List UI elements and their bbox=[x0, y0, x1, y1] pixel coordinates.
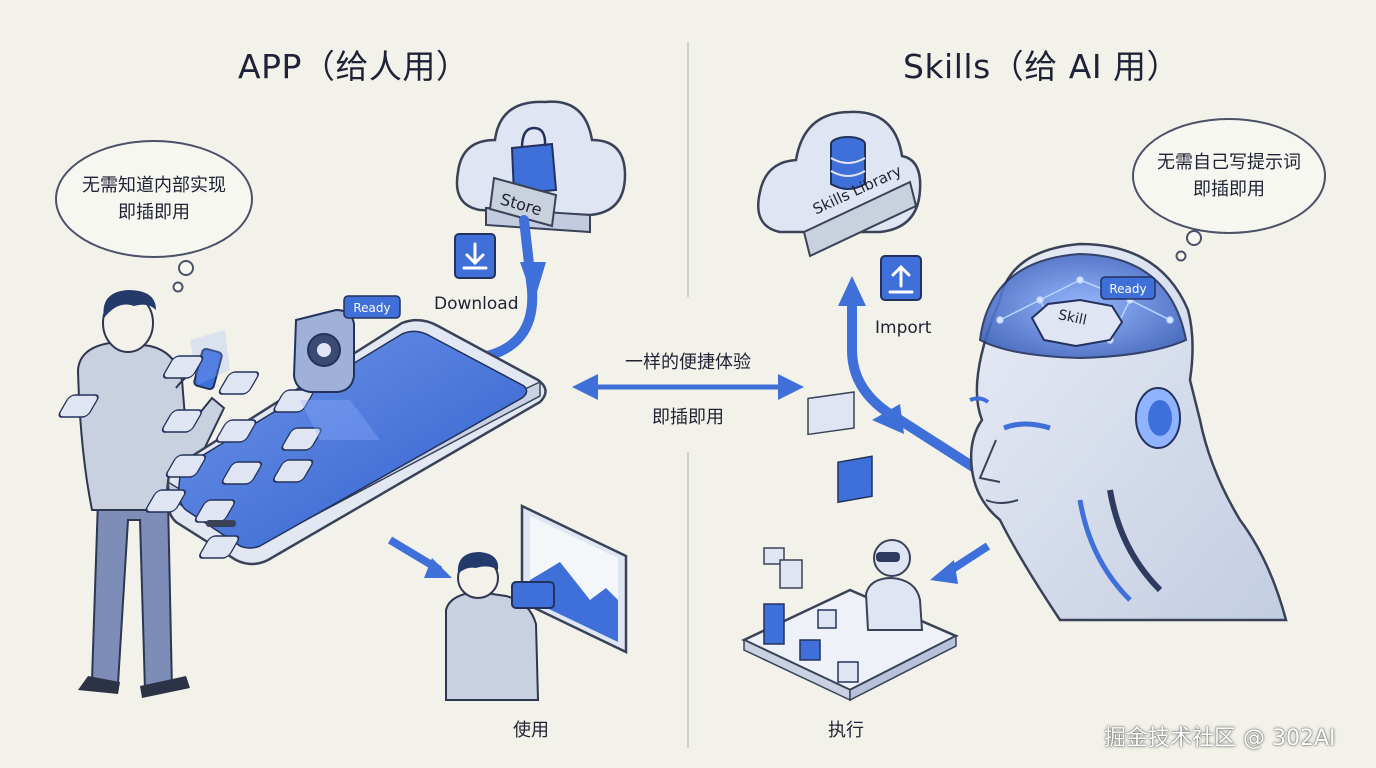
import-icon bbox=[880, 255, 922, 301]
import-arrow-mid bbox=[872, 404, 904, 434]
robot-workstation-icon bbox=[741, 391, 959, 702]
ready-badge-left-text: Ready bbox=[353, 301, 391, 315]
execute-label: 执行 bbox=[828, 720, 864, 741]
database-icon bbox=[830, 136, 866, 190]
store-cloud-icon bbox=[455, 100, 627, 234]
use-arrow-head bbox=[424, 558, 452, 578]
left-thought-line-1: 无需知道内部实现 bbox=[82, 175, 226, 196]
camera-app-icon bbox=[292, 308, 380, 440]
use-label: 使用 bbox=[513, 720, 549, 741]
store-sign bbox=[488, 176, 558, 228]
home-indicator bbox=[206, 520, 236, 527]
left-thought-line-2: 即插即用 bbox=[118, 202, 190, 223]
app-title: APP（给人用） bbox=[238, 47, 470, 86]
center-top-label: 一样的便捷体验 bbox=[625, 352, 751, 373]
standing-person-icon bbox=[76, 290, 230, 698]
skill-gear-icon bbox=[1030, 298, 1124, 348]
double-arrow-icon bbox=[572, 374, 804, 400]
right-thought-bubble: 无需自己写提示词 即插即用 bbox=[1132, 118, 1326, 234]
big-phone-icon bbox=[58, 318, 547, 566]
center-bottom-label: 即插即用 bbox=[652, 407, 724, 428]
right-thought-line-1: 无需自己写提示词 bbox=[1157, 152, 1301, 173]
left-thought-bubble: 无需知道内部实现 即插即用 bbox=[55, 140, 253, 258]
execute-arrow-head bbox=[930, 560, 958, 584]
download-label: Download bbox=[434, 294, 519, 314]
thought-dot-4 bbox=[1175, 250, 1187, 262]
skills-library-sign bbox=[802, 180, 918, 258]
ready-badge-right bbox=[1100, 276, 1156, 300]
divider-top bbox=[687, 42, 689, 297]
skills-title: Skills（给 AI 用） bbox=[903, 47, 1181, 86]
thought-dot-3 bbox=[1186, 230, 1202, 246]
ready-badge-left bbox=[343, 295, 401, 319]
ready-badge-right-text: Ready bbox=[1109, 282, 1147, 296]
app-icon-grid bbox=[58, 355, 322, 559]
ear-module-icon bbox=[1135, 387, 1181, 449]
divider-bottom bbox=[687, 452, 689, 748]
download-icon bbox=[454, 233, 496, 279]
download-arrow-head bbox=[520, 262, 546, 302]
import-label: Import bbox=[875, 318, 932, 338]
thought-dot-1 bbox=[178, 260, 194, 276]
skills-library-cloud-icon bbox=[757, 110, 922, 258]
import-arrow-head bbox=[838, 276, 866, 306]
right-thought-line-2: 即插即用 bbox=[1193, 179, 1265, 200]
shopping-bag-icon bbox=[510, 126, 558, 196]
eye-right bbox=[969, 396, 990, 404]
eye-left bbox=[1003, 421, 1051, 431]
robot-head-icon bbox=[969, 242, 1288, 622]
person-using-app-icon bbox=[445, 504, 628, 701]
watermark: 掘金技术社区 @ 302AI bbox=[1104, 726, 1336, 751]
thought-dot-2 bbox=[172, 281, 184, 293]
